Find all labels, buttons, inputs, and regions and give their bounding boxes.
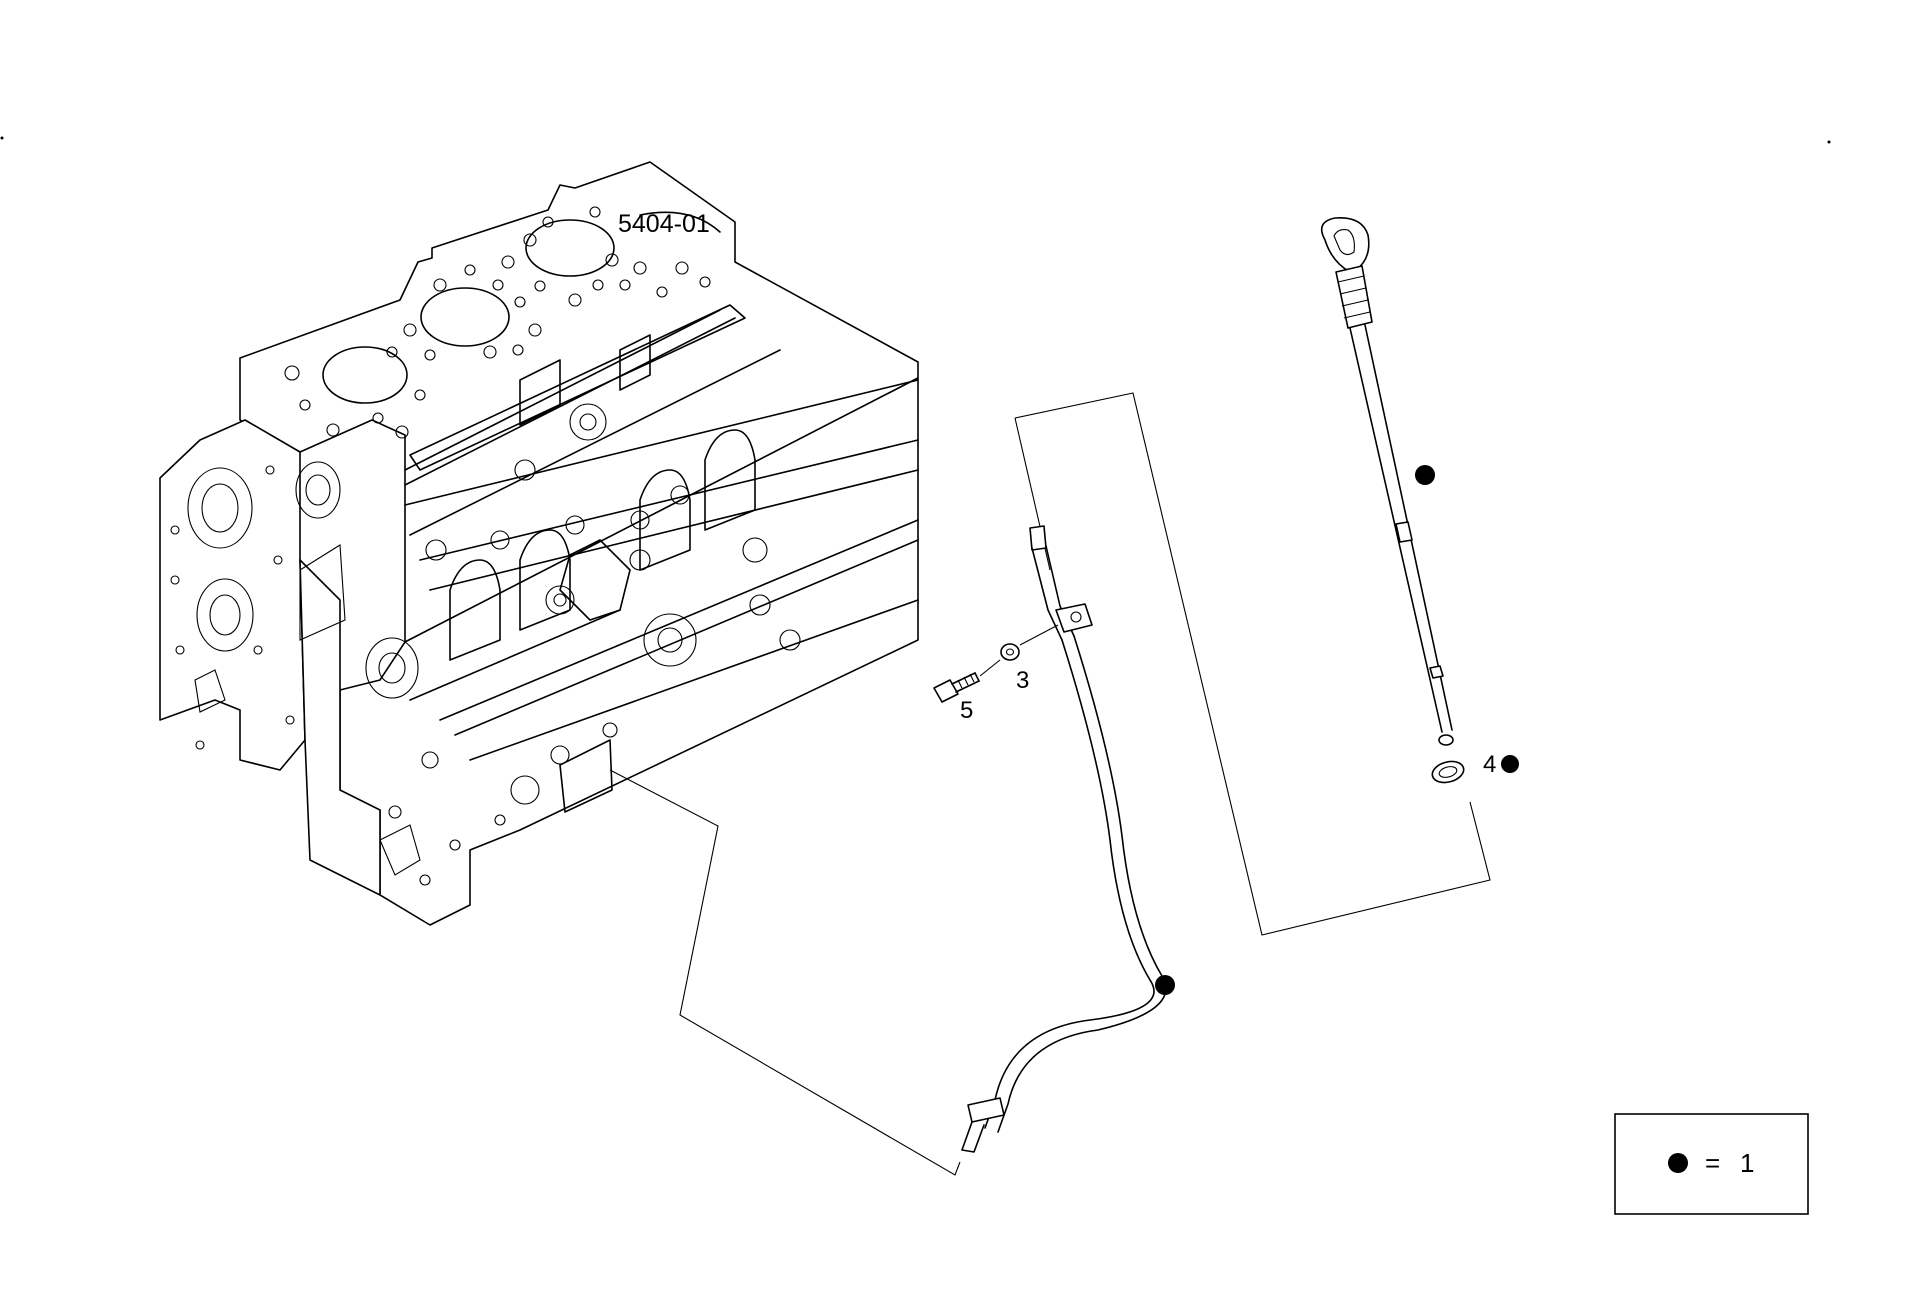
- callout-5: 5: [960, 697, 973, 724]
- callout-4: 4: [1483, 751, 1496, 778]
- legend-equals: =: [1705, 1148, 1720, 1178]
- bolt-part: [933, 672, 980, 703]
- callout-3: 3: [1016, 667, 1029, 694]
- speck-mark: [0, 136, 4, 140]
- dipstick: [1320, 217, 1454, 746]
- seal-ring-part: [1431, 760, 1465, 784]
- filled-dot-icon: [1668, 1153, 1688, 1173]
- filled-dot-icon: [1155, 975, 1175, 995]
- engine-block: [159, 161, 919, 926]
- quantity-legend: = 1: [1614, 1113, 1809, 1215]
- dipstick-tube: [961, 525, 1167, 1153]
- filled-dot-icon: [1501, 755, 1519, 773]
- washer-part: [979, 624, 1059, 677]
- speck-mark: [1827, 140, 1831, 144]
- legend-value: 1: [1740, 1148, 1754, 1178]
- figure-code: 5404-01: [618, 210, 710, 238]
- filled-dot-icon: [1415, 465, 1435, 485]
